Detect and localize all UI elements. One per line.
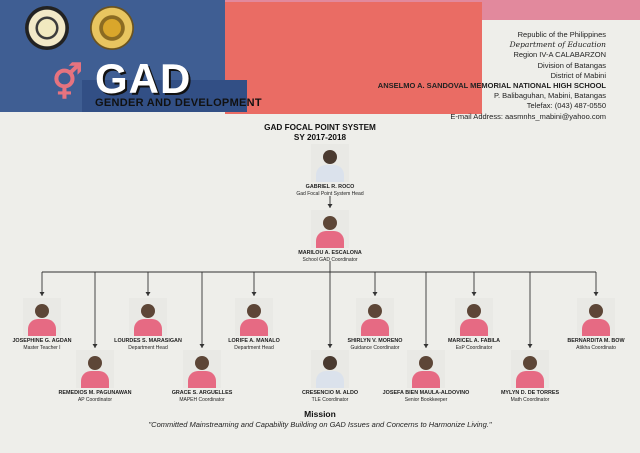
member-name: JOSEPHINE G. AGDAN: [12, 338, 72, 344]
mission-heading: Mission: [304, 409, 336, 419]
member-photo: [311, 144, 349, 182]
member-name: MYLYN D. DE TORRES: [500, 390, 560, 396]
member-photo: [129, 298, 167, 336]
deped-seal-icon: [25, 6, 69, 50]
connector-arrow: [327, 204, 333, 208]
address-line: Division of Batangas: [537, 60, 606, 70]
connector-arrow: [423, 344, 429, 348]
member-photo: [407, 350, 445, 388]
member-role: Atikha Coordinato: [576, 345, 616, 351]
member-name: MARICEL A. FABILA: [447, 338, 501, 344]
member-photo: [511, 350, 549, 388]
member-role: MAPEH Coordinator: [179, 397, 225, 403]
school-seal-icon: [90, 6, 134, 50]
address-line: E-mail Address: aasmnhs_mabini@yahoo.com: [450, 111, 606, 121]
member-name: LOURDES S. MARASIGAN: [114, 338, 182, 344]
member-name: MARILOU A. ESCALONA: [298, 250, 362, 256]
address-line: P. Balibaguhan, Mabini, Batangas: [493, 91, 606, 101]
member-photo: [76, 350, 114, 388]
member-photo: [23, 298, 61, 336]
member-role: Gad Focal Point System Head: [296, 191, 364, 197]
header-salmon-panel: [225, 2, 482, 114]
member-role: Math Coordinator: [510, 397, 550, 403]
member-role: EsP Coordinator: [455, 345, 493, 351]
member-role: School GAD Coordinator: [302, 257, 358, 263]
mission-statement: "Committed Mainstreaming and Capability …: [148, 420, 492, 429]
member-role: Department Head: [234, 345, 274, 351]
connector-arrow: [39, 292, 45, 296]
member-role: AP Coordinator: [77, 397, 113, 403]
member-name: GRACE S. ARGUELLES: [171, 390, 233, 396]
connector-arrow: [199, 344, 205, 348]
connector-arrow: [372, 292, 378, 296]
connector-arrow: [471, 292, 477, 296]
member-photo: [183, 350, 221, 388]
address-line: Region IV-A CALABARZON: [513, 50, 606, 60]
address-line: District of Mabini: [550, 70, 606, 80]
member-photo: [356, 298, 394, 336]
school-address-block: Republic of the Philippines Department o…: [378, 30, 606, 122]
connector-arrow: [145, 292, 151, 296]
header-blue-band: [82, 80, 247, 112]
connector-arrow: [251, 292, 257, 296]
member-role: TLE Coordinator: [311, 397, 349, 403]
member-name: REMEDIOS M. PAGUNAWAN: [58, 390, 132, 396]
member-name: GABRIEL R. ROCO: [305, 184, 355, 190]
member-photo: [311, 210, 349, 248]
member-name: SHIRLYN V. MORENO: [347, 338, 403, 344]
member-role: Senior Bookkeeper: [404, 397, 448, 403]
address-line: Department of Education: [509, 40, 606, 50]
gad-logo-subtitle: GENDER AND DEVELOPMENT: [95, 97, 262, 109]
address-line: Republic of the Philippines: [517, 30, 606, 39]
gad-logo-title: GAD: [95, 55, 192, 102]
member-photo: [235, 298, 273, 336]
member-name: CRESENCIO M. ALDO: [301, 390, 359, 396]
member-name: BERNARDITA M. BOW: [567, 338, 625, 344]
member-role: Master Teacher I: [23, 345, 61, 351]
connector-arrow: [593, 292, 599, 296]
member-role: Guidance Coordinator: [350, 345, 400, 351]
chart-title: GAD FOCAL POINT SYSTEM: [264, 123, 376, 132]
connector-arrow: [527, 344, 533, 348]
address-line: Telefax: (043) 487-0550: [526, 101, 606, 111]
member-name: JOSEFA BIEN MAULA-ALDOVINO: [382, 390, 470, 396]
connector-arrow: [327, 344, 333, 348]
gender-symbol-icon: ⚥: [52, 64, 83, 102]
chart-school-year: SY 2017-2018: [293, 133, 347, 142]
member-photo: [311, 350, 349, 388]
member-name: LORIFE A. MANALO: [228, 338, 280, 344]
member-role: Department Head: [128, 345, 168, 351]
member-photo: [577, 298, 615, 336]
address-line: ANSELMO A. SANDOVAL MEMORIAL NATIONAL HI…: [377, 81, 606, 91]
member-photo: [455, 298, 493, 336]
connector-arrow: [92, 344, 98, 348]
